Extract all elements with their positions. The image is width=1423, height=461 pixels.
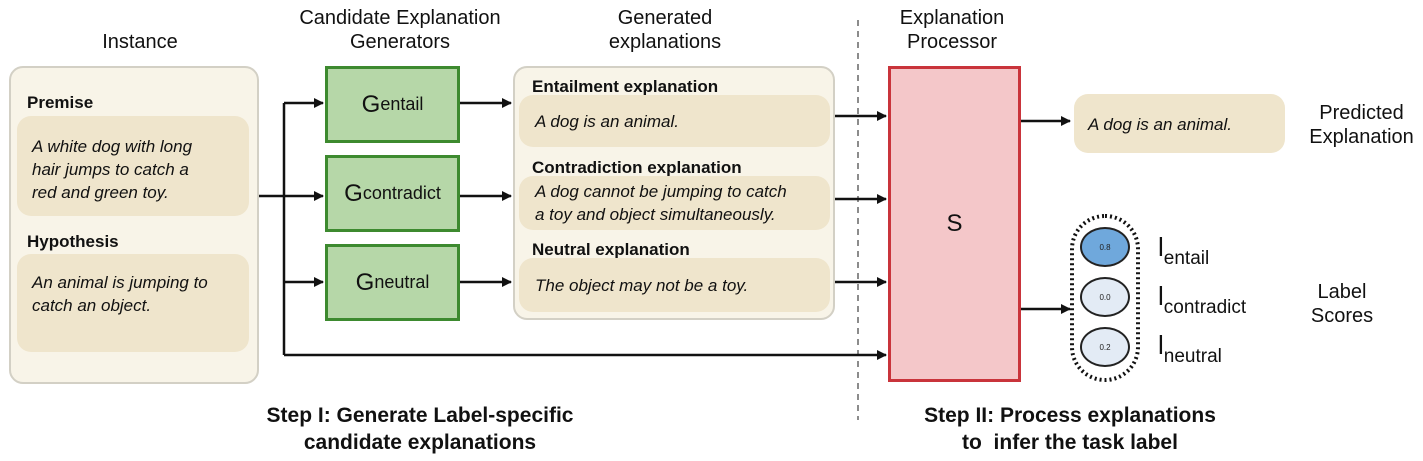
score-label-entail: lentail [1158, 232, 1209, 270]
premise-box: A white dog with long hair jumps to catc… [17, 116, 249, 216]
hypothesis-line-2: catch an object. [32, 296, 152, 315]
neutral-explanation-label: Neutral explanation [532, 240, 690, 259]
contradiction-explanation-label: Contradiction explanation [532, 158, 742, 177]
processor-box: S [888, 66, 1021, 382]
candidate-generators-header-line2: Generators [349, 31, 451, 53]
score-label-contradict: lcontradict [1158, 281, 1246, 319]
predicted-explanation-label: Predicted Explanation [1300, 101, 1423, 149]
generator-contradict-sub: contradict [362, 183, 441, 203]
neutral-explanation-text: The object may not be a toy. [535, 276, 749, 295]
label-scores-line1: Label [1317, 281, 1367, 303]
label-scores-line2: Scores [1310, 305, 1374, 327]
step-1-line2: candidate explanations [303, 431, 537, 454]
step-2-line1: Step II: Process explanations [924, 404, 1216, 427]
neutral-explanation-box: The object may not be a toy. [519, 258, 830, 312]
predicted-explanation-box: A dog is an animal. [1074, 94, 1285, 153]
score-circle-neutral: 0.2 [1080, 327, 1130, 367]
predicted-explanation-text: A dog is an animal. [1088, 115, 1232, 134]
generated-explanations-header-line1: Generated [617, 7, 713, 29]
premise-line-1: A white dog with long [32, 137, 193, 156]
explanation-processor-header-line1: Explanation [899, 7, 1005, 29]
generator-neutral-base: G [355, 268, 375, 296]
generated-explanations-header-line2: explanations [608, 31, 722, 53]
entailment-explanation-label: Entailment explanation [532, 77, 719, 96]
score-label-entail-sub: entail [1163, 248, 1210, 269]
entailment-explanation-box: A dog is an animal. [519, 95, 830, 147]
hypothesis-line-1: An animal is jumping to [32, 273, 208, 292]
score-label-neutral: lneutral [1158, 330, 1222, 368]
hypothesis-box: An animal is jumping to catch an object. [17, 254, 249, 352]
label-scores-label: Label Scores [1292, 280, 1392, 328]
score-label-neutral-sub: neutral [1163, 346, 1222, 367]
explanation-processor-header: Explanation Processor [860, 6, 1044, 54]
score-label-neutral-base: l [1158, 330, 1164, 360]
score-circle-contradict: 0.0 [1080, 277, 1130, 317]
generated-explanations-header: Generated explanations [570, 6, 760, 54]
generator-contradict-base: G [344, 179, 363, 207]
predicted-label-line1: Predicted [1319, 102, 1404, 124]
step-2-line2: to infer the task label [962, 431, 1178, 454]
explanation-processor-header-line2: Processor [906, 31, 998, 53]
hypothesis-label: Hypothesis [27, 232, 119, 251]
premise-line-2: hair jumps to catch a [32, 160, 189, 179]
processor-label: S [946, 210, 963, 237]
score-label-entail-base: l [1158, 232, 1164, 262]
score-label-contradict-sub: contradict [1163, 297, 1247, 318]
generator-entail-sub: entail [380, 94, 424, 114]
entailment-explanation-text: A dog is an animal. [535, 112, 679, 131]
score-label-contradict-base: l [1158, 281, 1164, 311]
contradiction-explanation-line-2: a toy and object simultaneously. [535, 205, 776, 224]
candidate-generators-header-line1: Candidate Explanation [299, 7, 501, 29]
predicted-label-line2: Explanation [1309, 126, 1414, 148]
generator-neutral-sub: neutral [374, 272, 430, 292]
step-1-caption: Step I: Generate Label-specific candidat… [200, 402, 640, 456]
candidate-generators-header: Candidate Explanation Generators [270, 6, 530, 54]
score-container [1070, 214, 1140, 382]
contradiction-explanation-line-1: A dog cannot be jumping to catch [535, 182, 787, 201]
step-1-line1: Step I: Generate Label-specific [266, 404, 574, 427]
generator-entail-base: G [361, 90, 381, 118]
contradiction-explanation-box: A dog cannot be jumping to catch a toy a… [519, 176, 830, 230]
score-circle-entail: 0.8 [1080, 227, 1130, 267]
instance-header: Instance [102, 31, 178, 53]
premise-label: Premise [27, 93, 94, 112]
step-2-caption: Step II: Process explanations to infer t… [870, 402, 1270, 456]
premise-line-3: red and green toy. [32, 183, 169, 202]
